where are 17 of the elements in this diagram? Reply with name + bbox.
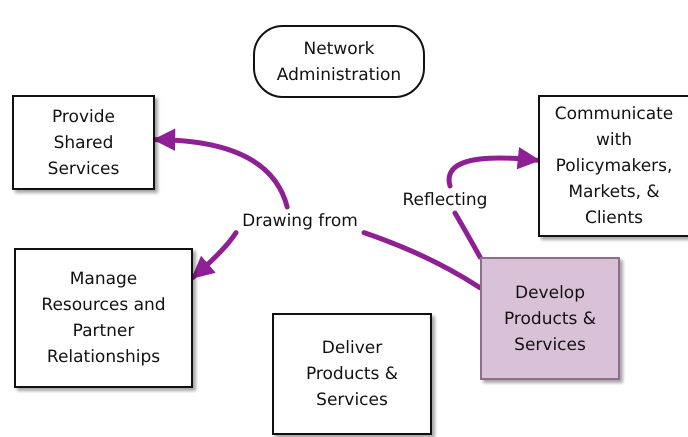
node-label: Reflecting (402, 188, 488, 212)
rounded-box (253, 25, 425, 98)
node-label: Network Administration (276, 38, 402, 86)
arrow (446, 147, 540, 188)
process-box (538, 95, 688, 237)
node-label: Develop Products & Services (502, 282, 598, 356)
node-label: Deliver Products & Services (304, 337, 400, 412)
node-label: Manage Resources and Partner Relationships (40, 268, 167, 369)
node-label: Provide Shared Services (46, 106, 120, 180)
process-box (12, 95, 155, 190)
process-box (14, 248, 193, 388)
node-label: Drawing from (242, 210, 358, 232)
connector-line (362, 230, 482, 290)
connector-line (452, 210, 482, 260)
process-box (272, 313, 432, 435)
node-label: Communicate with Policymakers, Markets, & Clients (554, 103, 674, 230)
highlighted-box (480, 257, 620, 380)
